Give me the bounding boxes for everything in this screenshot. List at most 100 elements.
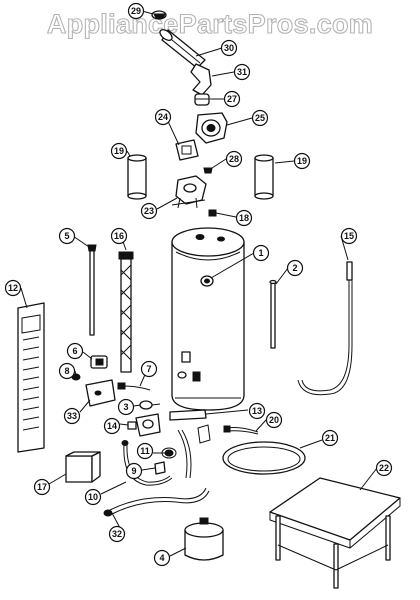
svg-text:3: 3 [123, 402, 128, 412]
svg-text:22: 22 [379, 463, 389, 473]
svg-text:32: 32 [112, 529, 122, 539]
callout-32: 32 [108, 525, 126, 543]
svg-text:12: 12 [8, 283, 18, 293]
callout-12: 12 [4, 279, 22, 297]
sensor-part[interactable] [139, 400, 161, 410]
flue-baffle-part[interactable] [171, 175, 207, 209]
igniter-part[interactable] [154, 461, 166, 475]
heat-trap-left-part[interactable] [127, 154, 147, 200]
svg-text:16: 16 [114, 231, 124, 241]
stand-part[interactable] [269, 477, 401, 589]
svg-text:5: 5 [64, 231, 69, 241]
svg-text:33: 33 [67, 411, 77, 421]
junction-box-part[interactable] [65, 451, 101, 483]
callout-30: 30 [220, 39, 238, 57]
svg-text:19: 19 [297, 156, 307, 166]
screw-part[interactable] [203, 167, 213, 174]
fitting-part[interactable] [208, 209, 217, 217]
draft-hood-part[interactable] [195, 112, 228, 144]
callout-28: 28 [225, 150, 243, 168]
svg-text:1: 1 [258, 248, 263, 258]
callout-3: 3 [117, 398, 135, 416]
svg-text:8: 8 [64, 366, 69, 376]
callout-33: 33 [63, 407, 81, 425]
callout-22: 22 [375, 459, 393, 477]
svg-text:29: 29 [131, 6, 141, 16]
callout-20: 20 [265, 411, 283, 429]
svg-text:24: 24 [158, 112, 168, 122]
callout-1: 1 [252, 244, 270, 262]
expansion-tank-part[interactable] [184, 517, 224, 561]
callout-11: 11 [136, 442, 154, 460]
svg-text:2: 2 [292, 263, 297, 273]
rod-part[interactable] [269, 279, 277, 349]
svg-text:7: 7 [146, 364, 151, 374]
heat-trap-right-part[interactable] [254, 154, 274, 200]
callout-21: 21 [321, 429, 339, 447]
svg-text:15: 15 [344, 231, 354, 241]
callout-19-left: 19 [110, 142, 128, 160]
svg-text:31: 31 [237, 67, 247, 77]
callout-6: 6 [66, 342, 84, 360]
svg-text:11: 11 [140, 446, 150, 456]
callout-8: 8 [58, 362, 76, 380]
callout-29: 29 [127, 2, 145, 20]
jacket-panel-part[interactable] [17, 302, 45, 453]
callout-5: 5 [58, 227, 76, 245]
gas-valve-part[interactable] [127, 413, 161, 437]
coupling-part[interactable] [194, 93, 210, 106]
callout-24: 24 [154, 108, 172, 126]
vent-cap-part[interactable] [151, 10, 167, 20]
svg-text:30: 30 [224, 43, 234, 53]
callout-13: 13 [248, 402, 266, 420]
gasket-part[interactable] [175, 139, 199, 161]
callout-31: 31 [233, 63, 251, 81]
callout-16: 16 [110, 227, 128, 245]
hose-part[interactable] [297, 261, 353, 396]
dip-tube-part[interactable] [118, 251, 134, 373]
svg-text:19: 19 [114, 146, 124, 156]
svg-text:28: 28 [229, 154, 239, 164]
callout-15: 15 [340, 227, 358, 245]
callout-14: 14 [103, 417, 121, 435]
bracket-part[interactable] [85, 379, 116, 407]
callout-4: 4 [153, 549, 171, 567]
svg-text:20: 20 [269, 415, 279, 425]
svg-text:18: 18 [239, 213, 249, 223]
elbow-part[interactable] [190, 63, 212, 96]
callout-2: 2 [286, 259, 304, 277]
burner-ring-part[interactable] [222, 441, 306, 475]
callout-9: 9 [125, 462, 143, 480]
callout-19-right: 19 [293, 152, 311, 170]
switch-part[interactable] [90, 355, 108, 369]
svg-text:4: 4 [159, 553, 164, 563]
svg-text:17: 17 [37, 482, 47, 492]
svg-text:27: 27 [227, 94, 237, 104]
water-heater-tank[interactable] [171, 227, 245, 411]
svg-text:6: 6 [72, 346, 77, 356]
svg-text:25: 25 [255, 113, 265, 123]
callout-23: 23 [140, 202, 158, 220]
pilot-tube-part[interactable] [121, 440, 173, 486]
anode-rod-part[interactable] [87, 244, 97, 336]
svg-text:13: 13 [252, 406, 262, 416]
callout-7: 7 [140, 360, 158, 378]
burner-assembly-part[interactable] [169, 409, 211, 479]
leader-lines [20, 10, 378, 557]
flue-pipe-part[interactable] [158, 28, 206, 69]
svg-text:14: 14 [107, 421, 117, 431]
svg-text:9: 9 [131, 466, 136, 476]
callout-18: 18 [235, 209, 253, 227]
svg-text:10: 10 [88, 492, 98, 502]
thermocouple-part[interactable] [223, 425, 259, 435]
svg-text:23: 23 [144, 206, 154, 216]
wire-harness-part[interactable] [117, 382, 151, 391]
cable-part[interactable] [103, 487, 210, 517]
callout-27: 27 [223, 90, 241, 108]
callout-10: 10 [84, 488, 102, 506]
callout-25: 25 [251, 109, 269, 127]
callout-17: 17 [33, 478, 51, 496]
svg-text:21: 21 [325, 433, 335, 443]
watermark-text: AppliancePartsPros.com [47, 9, 373, 39]
